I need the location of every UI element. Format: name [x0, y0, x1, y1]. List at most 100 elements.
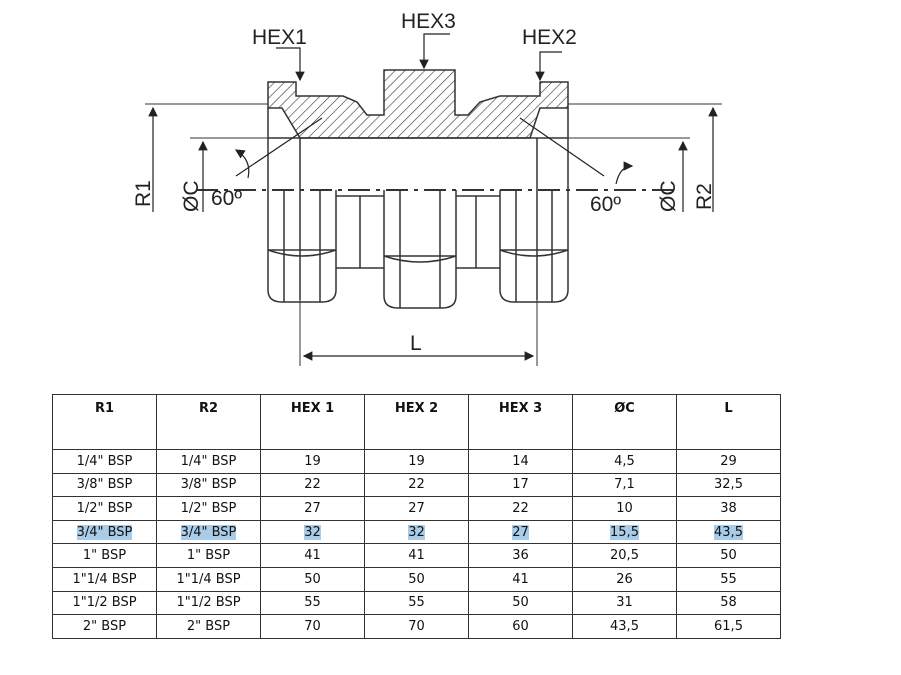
cell-diameter: 15,5	[572, 519, 677, 545]
cell-value: 61,5	[714, 618, 743, 634]
cell-value: 41	[408, 548, 425, 564]
header-hex1: HEX 1	[260, 394, 365, 450]
cell-r1: 1" BSP	[52, 543, 157, 568]
section-hatching	[267, 69, 569, 139]
cell-r1: 3/4" BSP	[52, 519, 157, 545]
cell-r1: 1"1/2 BSP	[52, 590, 157, 616]
cell-value: 70	[408, 618, 425, 634]
cell-value: 3/8" BSP	[180, 477, 237, 493]
cell-value: 1/4" BSP	[180, 453, 237, 469]
cell-value: 10	[616, 500, 633, 516]
length-label: L	[410, 332, 422, 355]
extension-lines	[145, 103, 722, 366]
cell-value: 1" BSP	[82, 548, 127, 564]
cell-r1: 1"1/4 BSP	[52, 566, 157, 592]
hex-body-outlines	[267, 108, 569, 309]
diameter-left-label: ØC	[180, 181, 203, 213]
cell-r2: 1" BSP	[156, 543, 261, 568]
cell-hex1: 50	[260, 566, 365, 592]
hex3-label: HEX3	[401, 10, 456, 33]
r2-label: R2	[693, 183, 716, 210]
cell-r1: 1/2" BSP	[52, 496, 157, 521]
bore-lines	[268, 137, 568, 300]
cell-hex3: 60	[468, 614, 573, 639]
r1-label: R1	[132, 180, 155, 207]
cell-diameter: 4,5	[572, 449, 677, 474]
dimension-arrows	[148, 106, 718, 361]
cell-value: 1/2" BSP	[180, 500, 237, 516]
hex-leaders	[276, 33, 562, 82]
cell-value: 1"1/2 BSP	[72, 595, 137, 611]
cell-hex1: 27	[260, 496, 365, 521]
cell-value: 43,5	[610, 618, 639, 634]
cell-hex3: 50	[468, 590, 573, 616]
cell-r2: 1"1/4 BSP	[156, 566, 261, 592]
cell-hex1: 70	[260, 614, 365, 639]
cell-r1: 3/8" BSP	[52, 472, 157, 498]
cell-value: 7,1	[614, 477, 635, 493]
cell-value: 20,5	[610, 548, 639, 564]
cell-value: 2" BSP	[82, 618, 127, 634]
header-hex2: HEX 2	[364, 394, 469, 450]
cell-length: 50	[676, 543, 781, 568]
cell-hex2: 50	[364, 566, 469, 592]
cell-value: 1"1/4 BSP	[72, 571, 137, 587]
angle-leaders	[234, 117, 634, 185]
cell-r2: 3/4" BSP	[156, 519, 261, 545]
cell-value: 3/4" BSP	[180, 524, 237, 540]
diameter-right-label: ØC	[657, 181, 680, 213]
cell-diameter: 10	[572, 496, 677, 521]
cell-value: 55	[304, 595, 321, 611]
cell-value: 43,5	[714, 524, 743, 540]
cell-r2: 1/2" BSP	[156, 496, 261, 521]
angle-left-label: 60º	[211, 187, 242, 210]
cell-hex3: 41	[468, 566, 573, 592]
cell-hex3: 17	[468, 472, 573, 498]
cell-r1: 2" BSP	[52, 614, 157, 639]
cell-r1: 1/4" BSP	[52, 449, 157, 474]
cell-value: 4,5	[614, 453, 635, 469]
cell-value: 1"1/2 BSP	[176, 595, 241, 611]
header-hex3: HEX 3	[468, 394, 573, 450]
cell-value: 50	[304, 571, 321, 587]
cell-hex2: 70	[364, 614, 469, 639]
cell-diameter: 43,5	[572, 614, 677, 639]
cell-value: 15,5	[610, 524, 639, 540]
table-row: 2" BSP 2" BSP 70 70 60 43,5 61,5	[52, 614, 781, 639]
cell-value: 27	[512, 524, 529, 540]
cell-value: 32	[408, 524, 425, 540]
hex1-label: HEX1	[252, 26, 307, 49]
cell-hex1: 41	[260, 543, 365, 568]
cell-value: 60	[512, 618, 529, 634]
cell-hex2: 19	[364, 449, 469, 474]
cell-value: 27	[304, 500, 321, 516]
cell-value: 50	[512, 595, 529, 611]
hex2-label: HEX2	[522, 26, 577, 49]
cell-r2: 1"1/2 BSP	[156, 590, 261, 616]
cell-diameter: 20,5	[572, 543, 677, 568]
cell-hex3: 14	[468, 449, 573, 474]
cell-length: 43,5	[676, 519, 781, 545]
cell-value: 17	[512, 477, 529, 493]
cell-hex2: 32	[364, 519, 469, 545]
cell-value: 2" BSP	[186, 618, 231, 634]
cell-value: 27	[408, 500, 425, 516]
cell-value: 19	[304, 453, 321, 469]
cell-length: 55	[676, 566, 781, 592]
cell-value: 1" BSP	[186, 548, 231, 564]
cell-value: 29	[720, 453, 737, 469]
cell-value: 1"1/4 BSP	[176, 571, 241, 587]
header-length: L	[676, 394, 781, 450]
header-r2: R2	[156, 394, 261, 450]
cell-value: 22	[512, 500, 529, 516]
cell-hex3: 27	[468, 519, 573, 545]
angle-right-label: 60º	[590, 193, 621, 216]
cell-value: 55	[720, 571, 737, 587]
cell-value: 55	[408, 595, 425, 611]
cell-value: 3/8" BSP	[76, 477, 133, 493]
